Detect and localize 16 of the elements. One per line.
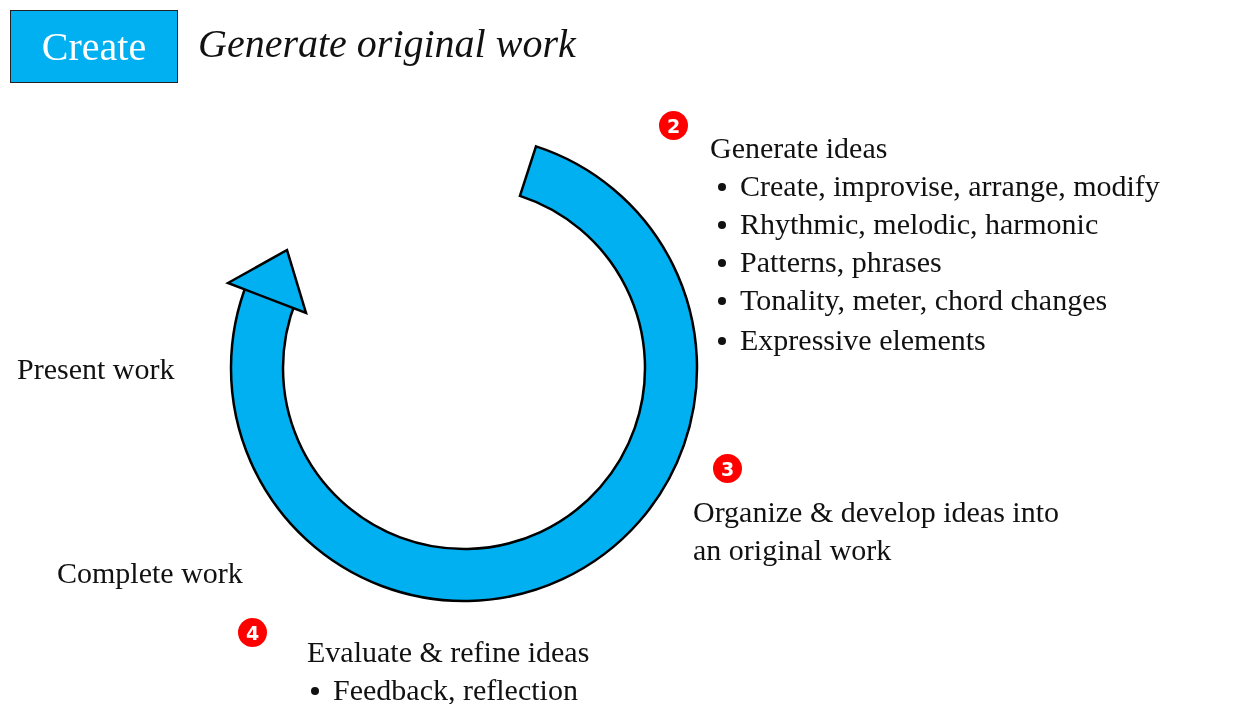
callout-number: 2 — [659, 111, 688, 140]
list-item: Feedback, reflection — [333, 672, 578, 704]
callout-number: 4 — [238, 618, 267, 647]
label-text: Evaluate & refine ideas — [307, 634, 590, 670]
list-item: Patterns, phrases — [740, 244, 942, 280]
list-item: Create, improvise, arrange, modify — [740, 168, 1160, 204]
label-text: Organize & develop ideas into an original work — [693, 494, 1060, 568]
heading: Generate original work — [198, 20, 576, 68]
list-item: Rhythmic, melodic, harmonic — [740, 206, 1099, 242]
title-box: Create — [10, 10, 178, 83]
list-item: Tonality, meter, chord changes — [740, 282, 1108, 318]
label-text: Generate ideas — [710, 130, 888, 166]
label-text: Present work — [17, 351, 175, 387]
list-item: Expressive elements — [740, 322, 986, 358]
callout-number: 3 — [713, 454, 742, 483]
label-text: Complete work — [57, 555, 243, 591]
